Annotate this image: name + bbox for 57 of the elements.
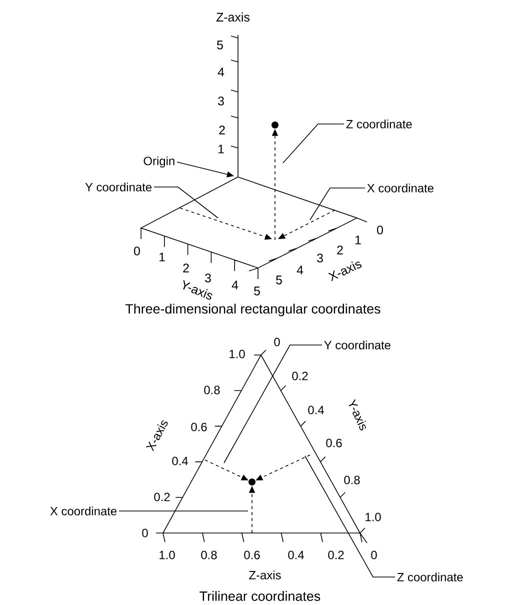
tick-label: 0.2 [292, 372, 308, 380]
leader-label: Z coordinate [346, 120, 412, 128]
tick-label: 3 [317, 254, 323, 262]
leader-line [154, 186, 218, 218]
leader-line [304, 456, 396, 578]
tick-label: 0 [371, 550, 377, 560]
tick-label: 5 [254, 286, 260, 296]
axis-label: Y-axis [348, 399, 366, 430]
caption: Trilinear coordinates [200, 591, 320, 601]
tick-label: 1.0 [366, 512, 381, 522]
tick-label: 0.8 [201, 550, 217, 560]
leader-line [118, 510, 248, 512]
leader-label: X coordinate [367, 184, 434, 192]
tick-label: 0 [142, 528, 148, 538]
tick-label: 2 [337, 246, 343, 254]
tick-label: 1 [355, 236, 361, 244]
tick-label: 0.8 [204, 386, 220, 394]
tick-label: 2 [219, 126, 225, 134]
tick-label: 3 [218, 96, 224, 106]
leader-line [310, 188, 366, 220]
tick-label: 4 [232, 280, 238, 290]
tick-label: 5 [217, 40, 223, 50]
tick-label: 1 [160, 252, 165, 262]
axis-label: X-axis [328, 262, 362, 282]
caption: Three-dimensional rectangular coordinates [125, 304, 380, 316]
tick-label: 1.0 [230, 350, 245, 358]
tick-label: 1 [218, 144, 224, 154]
tick-label: 0.4 [308, 406, 324, 414]
tick-label: 0.6 [244, 550, 260, 560]
tick-label: 0 [377, 226, 383, 234]
leader-label: Y coordinate [324, 340, 390, 350]
tick-label: 5 [276, 276, 282, 284]
leader-label: Y coordinate [85, 182, 152, 192]
tick-label: 0.6 [326, 438, 342, 448]
tick-label: 0.2 [328, 550, 344, 560]
tick-label: 0.6 [191, 422, 207, 432]
tick-label: 2 [183, 264, 189, 272]
tick-label: 4 [296, 266, 304, 274]
point-dot [272, 122, 278, 128]
leader-line [282, 124, 344, 164]
tick-label: 1.0 [160, 550, 175, 560]
axis-label: Z-axis [249, 570, 281, 580]
tick-label: 0.2 [154, 492, 170, 502]
axis-label: Y-axis [183, 280, 212, 300]
tick-label: 4 [218, 68, 224, 76]
tick-label: 0 [274, 338, 280, 346]
axis-label: Z-axis [216, 12, 250, 22]
tick-label: 0.8 [344, 476, 360, 484]
tick-label: 3 [205, 274, 211, 282]
tick-label: 0.4 [288, 550, 304, 560]
tick-label: 0 [134, 246, 140, 256]
point-dot [248, 478, 256, 486]
tick-label: 0.4 [172, 456, 188, 466]
leader-label: Origin [144, 156, 174, 168]
leader-label: Z coordinate [397, 572, 463, 582]
leader-line [224, 344, 322, 464]
leader-label: X coordinate [50, 506, 117, 516]
